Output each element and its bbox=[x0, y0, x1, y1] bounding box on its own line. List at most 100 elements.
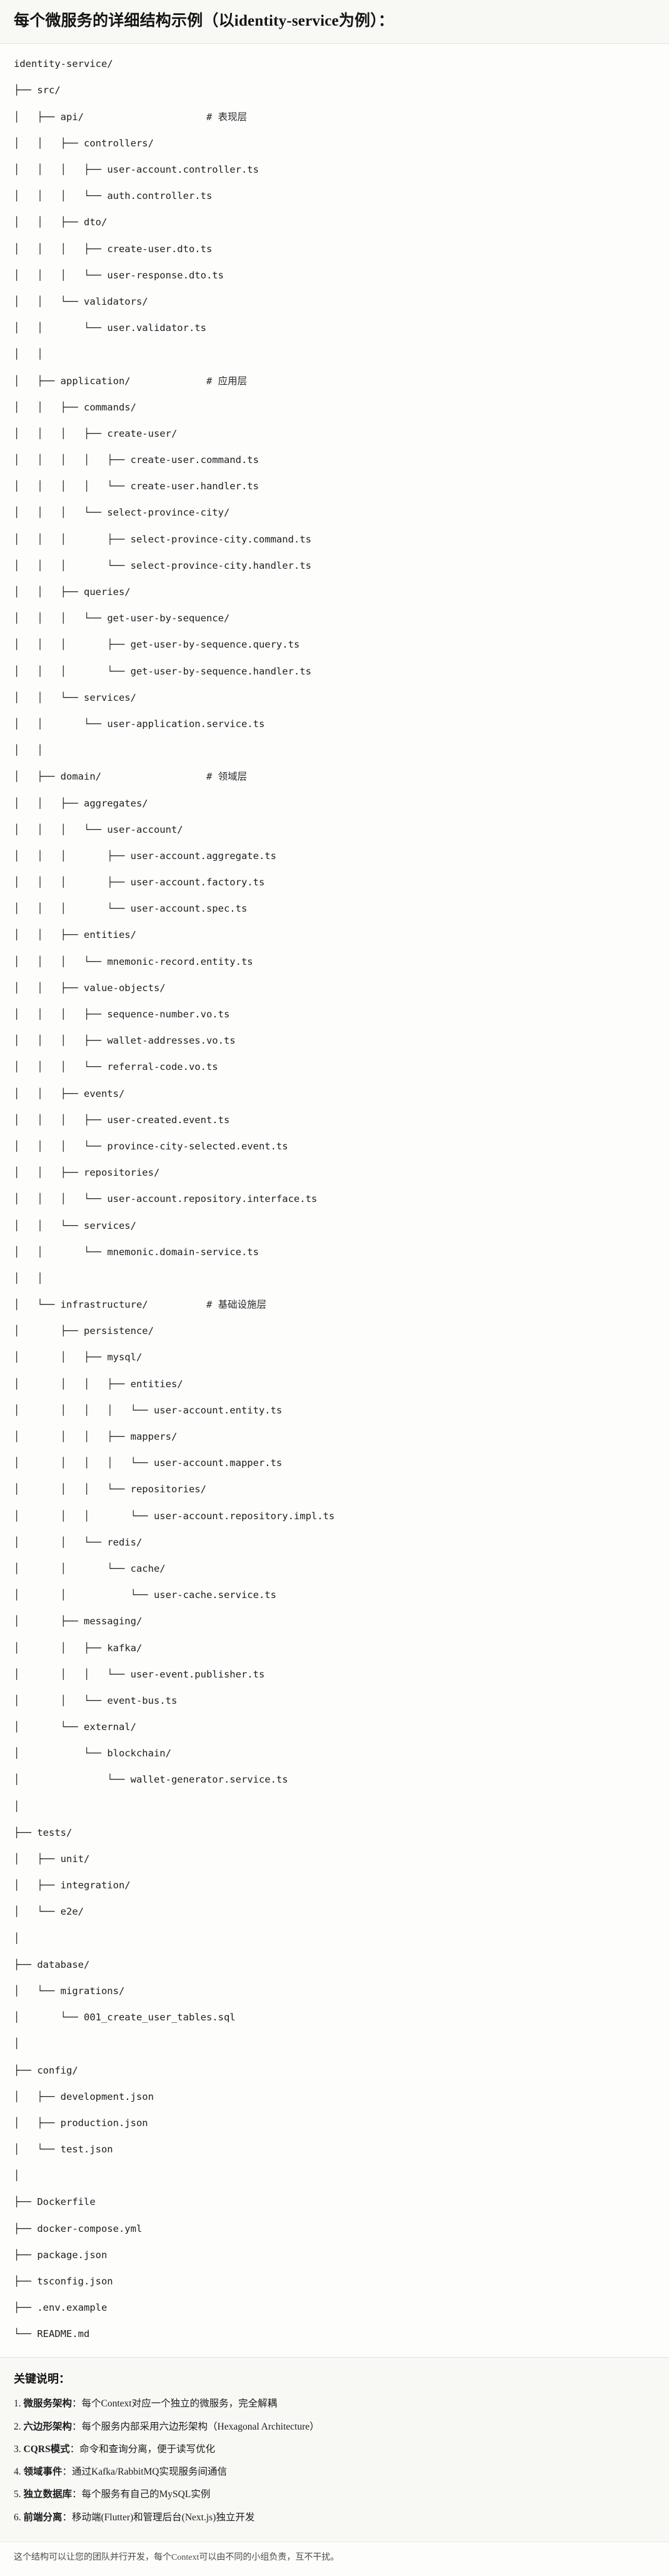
tree-branch-glyph: ├── bbox=[14, 2249, 38, 2261]
tree-branch-glyph: │ ├── bbox=[14, 1880, 61, 1891]
tree-row: │ │ bbox=[14, 1272, 655, 1285]
tree-row: │ │ ├── value-objects/ bbox=[14, 982, 655, 995]
tree-branch-glyph: ├── bbox=[14, 1958, 38, 1970]
tree-node-label: user-account.entity.ts bbox=[153, 1404, 283, 1416]
key-note-body: ：命令和查询分离，便于读写优化 bbox=[69, 2443, 216, 2455]
tree-branch-glyph: │ │ ├── bbox=[14, 586, 84, 598]
tree-node-label: domain/ bbox=[60, 771, 101, 783]
tree-node-label: mnemonic-record.entity.ts bbox=[107, 955, 253, 967]
tree-node-label: api/ bbox=[60, 111, 84, 123]
tree-node-label: unit/ bbox=[60, 1853, 90, 1865]
tree-branch-glyph: │ │ │ │ └── bbox=[14, 1404, 154, 1416]
tree-node-label: user-account.aggregate.ts bbox=[130, 850, 276, 862]
tree-node-label: user-account.controller.ts bbox=[107, 164, 259, 175]
tree-row: │ │ │ └── province-city-selected.event.t… bbox=[14, 1140, 655, 1153]
tree-branch-glyph: │ │ bbox=[14, 745, 43, 756]
tree-node-label: .env.example bbox=[37, 2302, 108, 2314]
tree-row: │ │ │ │ └── user-account.entity.ts bbox=[14, 1404, 655, 1417]
tree-layer-comment: # 基础设施层 bbox=[148, 1299, 267, 1311]
tree-row: │ │ │ └── auth.controller.ts bbox=[14, 190, 655, 203]
tree-row: │ │ │ └── mnemonic-record.entity.ts bbox=[14, 955, 655, 969]
tree-branch-glyph: │ │ │ └── bbox=[14, 269, 108, 281]
tree-node-label: entities/ bbox=[83, 929, 136, 941]
tree-branch-glyph: │ ├── bbox=[14, 1853, 61, 1865]
tree-branch-glyph: │ │ │ ├── bbox=[14, 1431, 131, 1442]
tree-row: │ ├── persistence/ bbox=[14, 1325, 655, 1338]
tree-node-label: repositories/ bbox=[130, 1484, 206, 1495]
tree-branch-glyph: │ │ │ ├── bbox=[14, 1378, 131, 1390]
tree-branch-glyph: │ └── bbox=[14, 2144, 61, 2156]
tree-node-label: application/ bbox=[60, 375, 131, 387]
tree-branch-glyph: │ │ │ └── bbox=[14, 190, 108, 202]
key-note-item: 4. 领域事件：通过Kafka/RabbitMQ实现服务间通信 bbox=[14, 2465, 655, 2479]
tree-node-label: select-province-city.handler.ts bbox=[130, 559, 311, 571]
tree-node-label: e2e/ bbox=[60, 1906, 84, 1918]
tree-branch-glyph: │ ├── bbox=[14, 1325, 84, 1337]
tree-row: │ bbox=[14, 2037, 655, 2050]
tree-node-label: production.json bbox=[60, 2117, 148, 2129]
tree-node-label: user-account.repository.interface.ts bbox=[107, 1193, 318, 1205]
tree-row: ├── database/ bbox=[14, 1958, 655, 1972]
tree-branch-glyph: │ │ ├── bbox=[14, 797, 84, 809]
tree-row: │ │ │ └── get-user-by-sequence.handler.t… bbox=[14, 665, 655, 678]
tree-row: │ │ ├── aggregates/ bbox=[14, 797, 655, 810]
tree-node-label: repositories/ bbox=[83, 1167, 160, 1179]
tree-row: │ └── e2e/ bbox=[14, 1905, 655, 1918]
tree-row: │ │ │ └── user-account.repository.impl.t… bbox=[14, 1510, 655, 1523]
tree-row: identity-service/ bbox=[14, 58, 655, 71]
tree-row: │ ├── unit/ bbox=[14, 1853, 655, 1866]
tree-node-label: user-account.factory.ts bbox=[130, 877, 265, 888]
tree-node-label: commands/ bbox=[83, 401, 136, 413]
tree-node-label: value-objects/ bbox=[83, 982, 166, 994]
tree-branch-glyph: │ │ │ │ ├── bbox=[14, 454, 131, 466]
tree-row: │ └── infrastructure/ # 基础设施层 bbox=[14, 1298, 655, 1311]
tree-branch-glyph: │ │ │ └── bbox=[14, 613, 108, 624]
key-note-item: 2. 六边形架构：每个服务内部采用六边形架构（Hexagonal Archite… bbox=[14, 2420, 655, 2434]
tree-branch-glyph: │ │ │ └── bbox=[14, 665, 131, 677]
tree-branch-glyph: ├── bbox=[14, 2196, 38, 2208]
key-note-body: ：通过Kafka/RabbitMQ实现服务间通信 bbox=[62, 2467, 227, 2478]
tree-node-label: user-account/ bbox=[107, 823, 183, 835]
tree-row: │ │ └── user.validator.ts bbox=[14, 322, 655, 335]
tree-row: │ │ │ ├── user-created.event.ts bbox=[14, 1114, 655, 1127]
tree-row: │ │ │ └── user-event.publisher.ts bbox=[14, 1668, 655, 1681]
tree-node-label: create-user.command.ts bbox=[130, 454, 259, 466]
tree-row: │ └── external/ bbox=[14, 1721, 655, 1734]
tree-branch-glyph: │ bbox=[14, 1800, 20, 1812]
tree-branch-glyph: │ bbox=[14, 1932, 20, 1944]
tree-row: │ │ │ └── user-response.dto.ts bbox=[14, 269, 655, 282]
tree-row: │ │ └── services/ bbox=[14, 691, 655, 705]
tree-branch-glyph: │ │ │ └── bbox=[14, 559, 131, 571]
tree-branch-glyph: │ │ bbox=[14, 349, 43, 360]
tree-row: │ │ │ ├── wallet-addresses.vo.ts bbox=[14, 1034, 655, 1047]
tree-node-label: event-bus.ts bbox=[107, 1694, 178, 1706]
tree-node-label: user-response.dto.ts bbox=[107, 269, 224, 281]
key-note-item: 5. 独立数据库：每个服务有自己的MySQL实例 bbox=[14, 2487, 655, 2502]
key-note-body: ：每个Context对应一个独立的微服务，完全解耦 bbox=[72, 2398, 278, 2410]
tree-branch-glyph: │ └── bbox=[14, 1721, 84, 1733]
tree-node-label: tests/ bbox=[37, 1826, 73, 1838]
tree-node-label: province-city-selected.event.ts bbox=[107, 1140, 288, 1152]
tree-row: │ │ bbox=[14, 744, 655, 757]
tree-layer-comment: # 领域层 bbox=[101, 771, 248, 783]
tree-node-label: wallet-addresses.vo.ts bbox=[107, 1035, 236, 1047]
tree-branch-glyph: │ │ │ └── bbox=[14, 507, 108, 519]
closing-band: 这个结构可以让您的团队并行开发，每个Context可以由不同的小组负责，互不干扰… bbox=[0, 2541, 669, 2576]
tree-node-label: redis/ bbox=[107, 1536, 143, 1548]
key-note-item: 3. CQRS模式：命令和查询分离，便于读写优化 bbox=[14, 2442, 655, 2456]
tree-node-label: blockchain/ bbox=[107, 1748, 171, 1759]
tree-node-label: persistence/ bbox=[83, 1325, 154, 1337]
tree-branch-glyph: │ │ ├── bbox=[14, 216, 84, 228]
tree-branch-glyph: │ ├── bbox=[14, 2090, 61, 2102]
tree-branch-glyph: │ │ └── bbox=[14, 322, 108, 334]
tree-row: │ ├── integration/ bbox=[14, 1879, 655, 1892]
key-note-term: 独立数据库 bbox=[23, 2489, 73, 2500]
tree-node-label: docker-compose.yml bbox=[37, 2222, 143, 2234]
tree-node-label: user-account.repository.impl.ts bbox=[153, 1510, 335, 1522]
tree-node-label: get-user-by-sequence.query.ts bbox=[130, 639, 300, 651]
tree-row: │ ├── production.json bbox=[14, 2117, 655, 2130]
key-note-item: 1. 微服务架构：每个Context对应一个独立的微服务，完全解耦 bbox=[14, 2396, 655, 2411]
tree-node-label: get-user-by-sequence/ bbox=[107, 613, 230, 624]
tree-node-label: messaging/ bbox=[83, 1616, 143, 1627]
tree-branch-glyph: │ ├── bbox=[14, 771, 61, 783]
